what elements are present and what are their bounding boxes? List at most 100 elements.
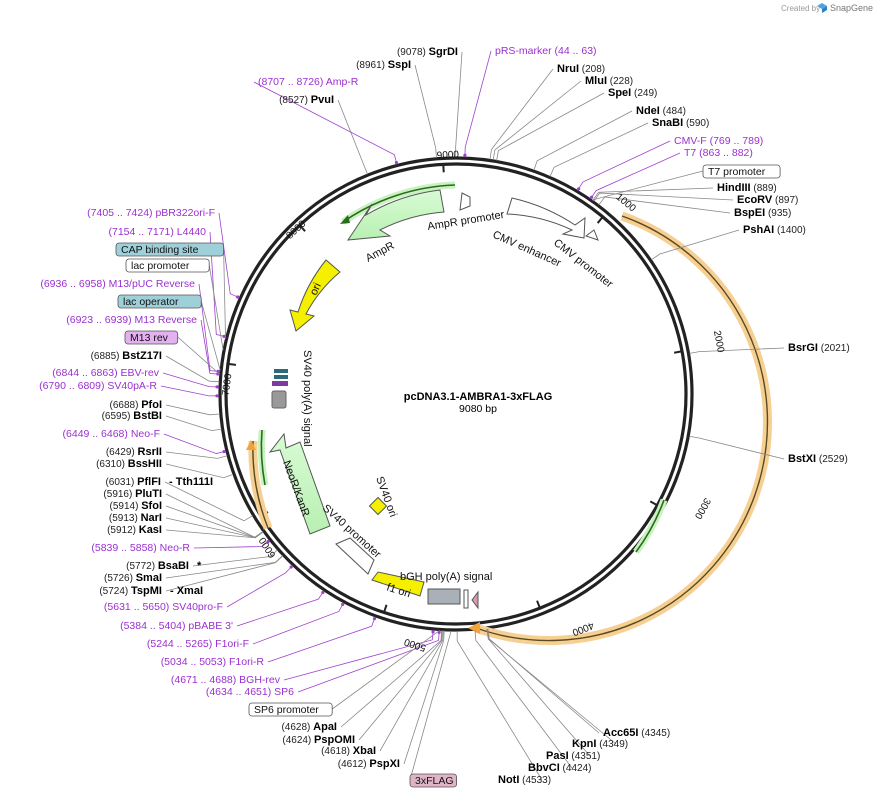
insert-arc [475,215,769,642]
site-extra-bsabi[interactable]: * [197,560,202,572]
ori-arrow [289,259,341,332]
box-sp6-promoter[interactable] [248,702,333,717]
site-kpni[interactable]: KpnI (4349) [572,738,628,750]
box-m13-rev[interactable] [124,330,179,345]
site-bbvci-leader [474,630,573,769]
site-bsrgi[interactable]: BsrGI (2021) [788,342,850,354]
site-pluti-leader [165,493,264,538]
box-t7-promoter[interactable] [702,164,781,179]
site-rsrii[interactable]: (6429) RsrII [106,446,162,458]
site-acc65i-leader [487,628,600,734]
site-extra-tspmi[interactable]: - XmaI [170,585,203,597]
box-flag[interactable] [409,773,457,788]
site-nrui[interactable]: NruI (208) [557,63,605,75]
cmv-promoter-arrow [584,229,599,241]
site-acc65i[interactable]: Acc65I (4345) [603,727,670,739]
primer-m13-reverse[interactable]: (6923 .. 6939) M13 Reverse [66,314,197,326]
site-snabi[interactable]: SnaBI (590) [652,117,709,129]
site-snabi-leader [549,122,649,177]
site-pspxi[interactable]: (4612) PspXI [338,758,400,770]
credit-prefix: Created by [781,4,820,13]
primer-m13-puc-reverse[interactable]: (6936 .. 6958) M13/pUC Reverse [40,278,195,290]
primer-l4440[interactable]: (7154 .. 7171) L4440 [109,226,207,238]
primer-sv40pro-f[interactable]: (5631 .. 5650) SV40pro-F [104,601,223,613]
site-nari-leader [165,517,264,539]
box-lac-operator-label: lac operator [123,296,179,308]
site-mlui[interactable]: MluI (228) [585,75,633,87]
box-cap_binding-leader [223,248,226,339]
tick-mark [536,600,541,609]
box-lac-promoter[interactable] [125,258,210,273]
site-sfoi[interactable]: (5914) SfoI [110,500,162,512]
site-bstxi[interactable]: BstXI (2529) [788,453,848,465]
site-bstz17i[interactable]: (6885) BstZ17I [91,350,162,362]
primer-bgh-rev[interactable]: (4671 .. 4688) BGH-rev [171,674,281,686]
primer-sp6[interactable]: (4634 .. 4651) SP6 [206,686,294,698]
site-pvui[interactable]: (8527) PvuI [279,94,334,106]
primer-f1ori-f[interactable]: (5244 .. 5265) F1ori-F [147,638,249,650]
site-extra-pflfi[interactable]: - Tth111I [169,476,213,488]
box-m13-rev-label: M13 rev [130,332,169,344]
primer-neo-r[interactable]: (5839 .. 5858) Neo-R [91,542,190,554]
site-pspomi[interactable]: (4624) PspOMI [282,734,355,746]
primer-t7[interactable]: T7 (863 .. 882) [684,147,753,159]
site-tspmi[interactable]: (5724) TspMI [99,585,162,597]
green-arc-top [342,184,456,223]
site-noti-leader [456,630,543,781]
site-kpni-leader [486,628,617,745]
primer-sv40pa-r[interactable]: (6790 .. 6809) SV40pA-R [39,380,157,392]
insert2-arrowhead [246,440,256,450]
site-bstz17i-leader [165,355,220,383]
sv40-ori-box [368,496,388,516]
site-bsshii[interactable]: (6310) BssHII [96,458,162,470]
site-bstbi[interactable]: (6595) BstBI [102,410,162,422]
ampr-promoter-arrow [459,192,471,211]
primer-amp-r[interactable]: (8707 .. 8726) Amp-R [258,76,359,88]
site-pflfi[interactable]: (6031) PflFI [105,476,161,488]
site-pspxi-leader [403,630,445,765]
site-sspi[interactable]: (8961) SspI [356,59,411,71]
box-flag-leader [409,630,452,781]
insert-arrowhead [468,622,480,634]
box-sp6-promoter-label: SP6 promoter [254,704,319,716]
primer-f1ori-r[interactable]: (5034 .. 5053) F1ori-R [161,656,265,668]
site-nari[interactable]: (5913) NarI [109,512,162,524]
site-xbai[interactable]: (4618) XbaI [321,745,376,757]
site-bsabi[interactable]: (5772) BsaBI [126,560,189,572]
box-cap-binding[interactable] [115,242,224,257]
site-pasi[interactable]: PasI (4351) [546,750,600,762]
primer-f1ori-f-leader [252,602,344,645]
site-bspei[interactable]: BspEI (935) [734,207,791,219]
green-arc-right [635,499,665,553]
site-apai[interactable]: (4628) ApaI [281,721,337,733]
site-kasi[interactable]: (5912) KasI [107,524,162,536]
site-sgrdi[interactable]: (9078) SgrDI [397,46,458,58]
primer-t7-mark [590,195,594,199]
site-ndei[interactable]: NdeI (484) [636,105,686,117]
site-hindiii[interactable]: HindIII (889) [717,182,777,194]
site-bbvci[interactable]: BbvCI (4424) [528,762,591,774]
primer-neo-f[interactable]: (6449 .. 6468) Neo-F [63,428,160,440]
site-smai[interactable]: (5726) SmaI [104,572,162,584]
ori-label: ori [308,281,324,297]
site-pluti[interactable]: (5916) PluTI [103,488,162,500]
primer-cmv-f-mark [577,187,581,191]
site-noti[interactable]: NotI (4533) [498,774,551,786]
primer-pbabe-3-[interactable]: (5384 .. 5404) pBABE 3' [120,620,233,632]
primer-prs-marker-leader [464,50,492,158]
site-ecorv[interactable]: EcoRV (897) [737,194,798,206]
primer-ebv-rev[interactable]: (6844 .. 6863) EBV-rev [52,367,160,379]
sv40-polya-box [271,390,287,409]
site-pasi-leader [486,628,591,757]
primer-cmv-f[interactable]: CMV-F (769 .. 789) [674,135,763,147]
site-apai-leader [340,630,442,728]
site-pfoi[interactable]: (6688) PfoI [110,399,162,411]
box-sp6_promoter-leader [331,630,440,710]
primer-prs-marker[interactable]: pRS-marker (44 .. 63) [495,45,597,57]
primer-pbr322ori-f[interactable]: (7405 .. 7424) pBR322ori-F [87,207,215,219]
box-lac-operator[interactable] [117,294,202,309]
site-pshai[interactable]: PshAI (1400) [743,224,806,236]
site-spei[interactable]: SpeI (249) [608,87,657,99]
site-mlui-leader [492,80,582,161]
